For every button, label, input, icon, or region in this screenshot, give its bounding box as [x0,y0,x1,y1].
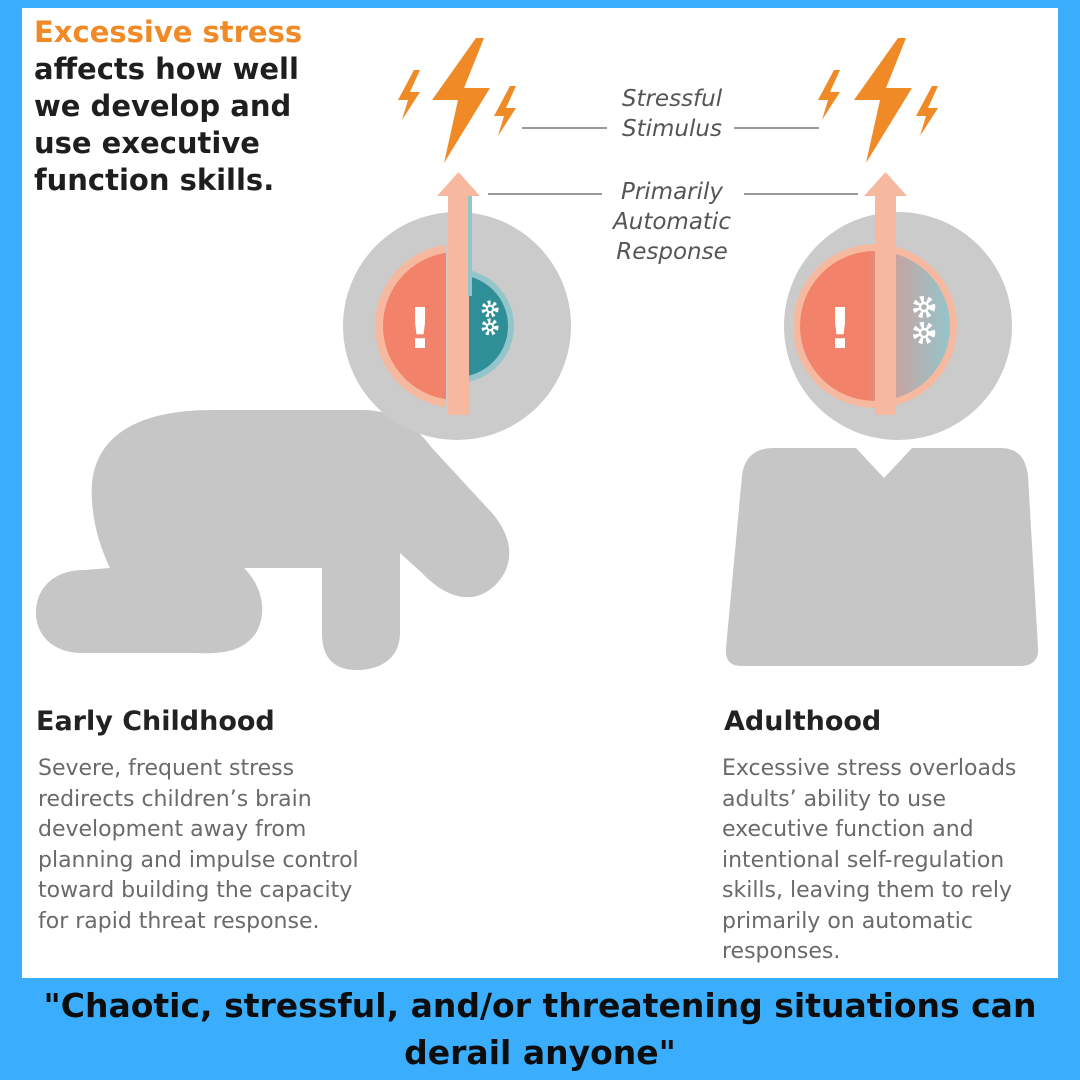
left-lightning-group [398,38,516,163]
childhood-description: Severe, frequent stress redirects childr… [38,756,359,934]
child-figure [36,410,510,670]
adult-figure [725,448,1039,666]
callout-line: Stressful [621,86,723,112]
lightning-bolt-icon [494,86,516,136]
child-response-arrow [437,172,480,415]
headline-accent: Excessive stress [34,15,303,49]
lightning-bolt-icon [916,86,938,136]
adulthood-description: Excessive stress overloads adults’ abili… [722,756,1017,964]
gears-icon [481,300,499,336]
callout-lines [488,127,858,195]
child-crawling-silhouette [36,410,510,670]
gears-icon [912,295,936,345]
child-executive-region [469,276,508,376]
adult-torso-silhouette [725,448,1039,666]
quote-caption: "Chaotic, stressful, and/or threatening … [43,986,1037,1072]
callout-line: Automatic [613,209,731,235]
lightning-bolt-icon [432,38,490,163]
stimulus-callout: Stressful Stimulus [584,84,760,144]
adulthood-title: Adulthood [724,706,882,737]
infographic-card: ! ! Excessive stress affects how well we… [22,8,1058,978]
child-threat-region [383,252,446,400]
callout-line: Stimulus [622,116,722,142]
adult-response-arrow [864,172,907,415]
lightning-bolt-icon [818,70,840,120]
callout-line: Response [616,239,728,265]
childhood-title: Early Childhood [36,706,275,737]
lightning-bolt-icon [854,38,912,163]
headline: Excessive stress affects how well we dev… [34,14,334,199]
response-callout: Primarily Automatic Response [584,177,760,267]
exclamation-icon: ! [407,297,433,362]
headline-rest: affects how well we develop and use exec… [34,52,299,197]
lightning-bolt-icon [398,70,420,120]
exclamation-icon: ! [827,297,853,362]
adult-brain [784,212,1012,440]
right-lightning-group [818,38,938,163]
callout-line: Primarily [620,179,724,205]
diagram-artwork: ! ! [36,38,1039,670]
